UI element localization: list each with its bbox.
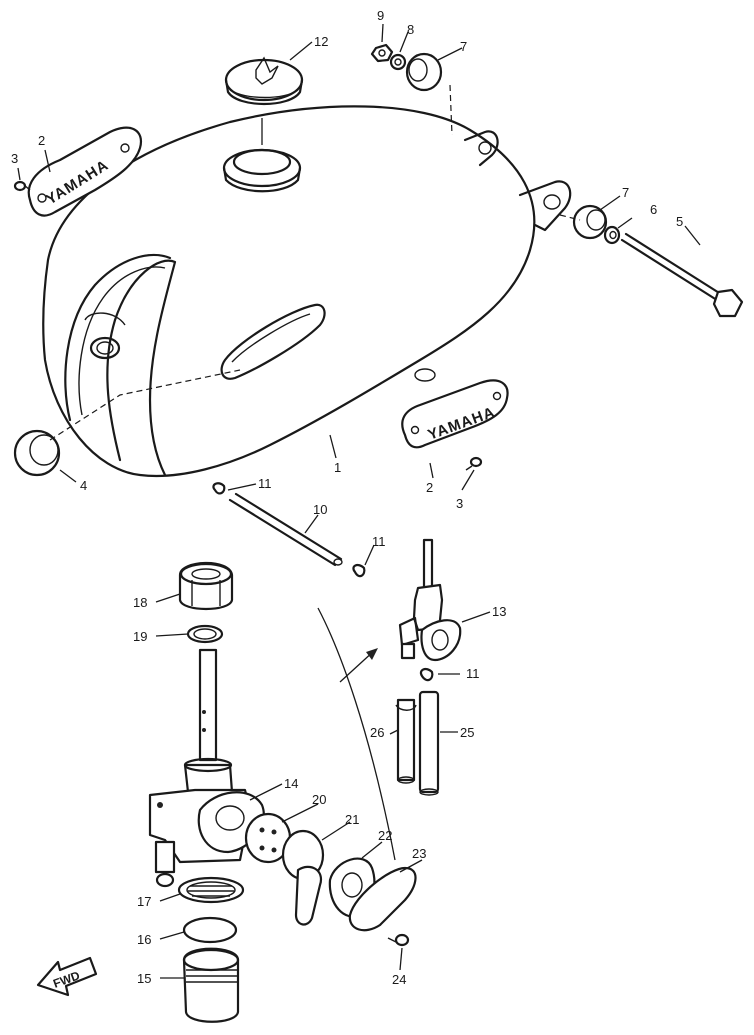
callout-3b: 3 [456, 496, 463, 511]
lever-21 [281, 829, 325, 926]
diaphragm-20 [244, 812, 292, 864]
mount-bolt [620, 232, 744, 318]
fuel-cock-small [398, 538, 462, 662]
nut-9 [370, 43, 394, 63]
filler-neck [222, 148, 302, 193]
callout-3a: 3 [11, 151, 18, 166]
callout-11a: 11 [258, 476, 272, 491]
callout-7a: 7 [622, 185, 629, 200]
front-damper [13, 429, 61, 477]
callout-6: 6 [650, 202, 657, 217]
callout-9: 9 [377, 8, 384, 23]
emblem-screw-left [13, 180, 31, 192]
callout-10: 10 [313, 502, 327, 517]
callout-1: 1 [334, 460, 341, 475]
callout-24: 24 [392, 972, 406, 987]
callout-20: 20 [312, 792, 326, 807]
callout-7b: 7 [460, 39, 467, 54]
washer-6 [603, 225, 621, 245]
callout-2a: 2 [38, 133, 45, 148]
rear-mount-bracket [463, 130, 572, 232]
plate-23 [348, 866, 417, 932]
callout-5: 5 [676, 214, 683, 229]
callout-22: 22 [378, 828, 392, 843]
fuel-pipe-25 [418, 690, 440, 796]
emblem-screw-right [465, 456, 483, 471]
washer-8 [389, 53, 407, 71]
screw-24 [387, 933, 410, 947]
cock-cap-18 [178, 561, 234, 610]
callout-15: 15 [137, 971, 151, 986]
gasket-16 [182, 916, 238, 944]
callout-18: 18 [133, 595, 147, 610]
callout-11c: 11 [466, 666, 480, 681]
rear-damper-upper [405, 52, 443, 92]
emblem-right: YAMAHA [401, 379, 509, 449]
callout-13: 13 [492, 604, 506, 619]
callout-16: 16 [137, 932, 151, 947]
callout-11b: 11 [372, 534, 386, 549]
hose-clip-c [419, 667, 434, 682]
callout-4: 4 [80, 478, 87, 493]
fuel-pipe-26 [395, 698, 417, 784]
cup-15 [182, 947, 240, 1023]
callout-14: 14 [284, 776, 298, 791]
callout-23: 23 [412, 846, 426, 861]
rear-damper-lower [572, 204, 608, 240]
filler-cap [224, 56, 304, 106]
callout-12: 12 [314, 34, 328, 49]
callout-26: 26 [370, 725, 384, 740]
callout-2b: 2 [426, 480, 433, 495]
o-ring-19 [186, 624, 224, 644]
emblem-left: YAMAHA [27, 126, 143, 217]
callout-21: 21 [345, 812, 359, 827]
fuel-pipe [228, 492, 343, 567]
hose-clip-a [212, 482, 226, 495]
callout-17: 17 [137, 894, 151, 909]
fuel-tank [42, 105, 536, 478]
callout-19: 19 [133, 629, 147, 644]
hose-clip-b [352, 563, 366, 578]
callout-25: 25 [460, 725, 474, 740]
fuel-cock-main [148, 648, 265, 888]
callout-8: 8 [407, 22, 414, 37]
forward-arrow-icon: FWD [36, 956, 98, 997]
strainer-17 [177, 876, 245, 904]
